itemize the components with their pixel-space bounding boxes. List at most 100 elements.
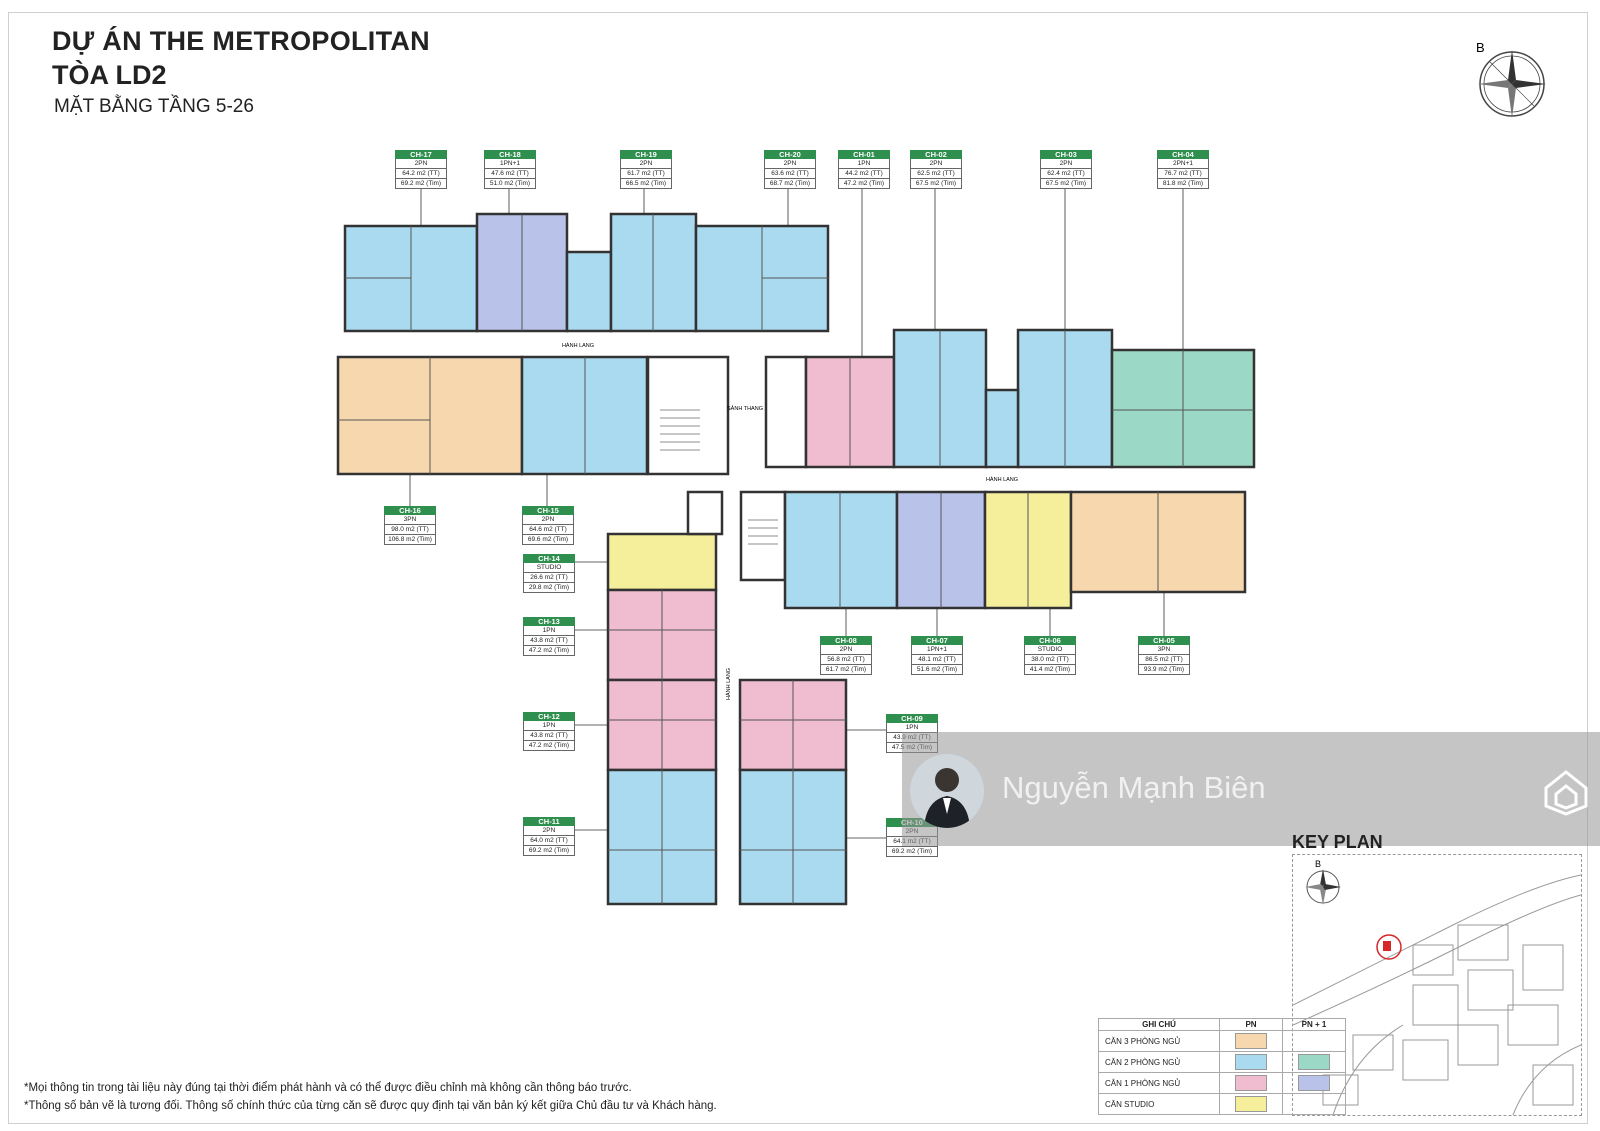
unit-code: CH-07 (911, 636, 963, 645)
corridor-label-top: HÀNH LANG (562, 342, 594, 349)
unit-ch08 (783, 490, 899, 610)
corridor-label-right: HÀNH LANG (986, 476, 1018, 483)
unit-area-tim: 41.4 m2 (Tim) (1024, 665, 1076, 675)
unit-area-tim: 69.2 m2 (Tim) (395, 179, 447, 189)
unit-code: CH-08 (820, 636, 872, 645)
unit-code: CH-11 (523, 817, 575, 826)
unit-label-ch07[interactable]: CH-07 1PN+1 48.1 m2 (TT) 51.6 m2 (Tim) (911, 636, 963, 675)
unit-area-tt: 61.7 m2 (TT) (620, 169, 672, 179)
unit-label-ch13[interactable]: CH-13 1PN 43.8 m2 (TT) 47.2 m2 (Tim) (523, 617, 575, 656)
unit-type: STUDIO (523, 563, 575, 573)
unit-area-tim: 47.2 m2 (Tim) (523, 741, 575, 751)
watermark-name: Nguyễn Mạnh Biên (1002, 770, 1266, 805)
unit-area-tt: 26.6 m2 (TT) (523, 573, 575, 583)
unit-code: CH-16 (384, 506, 436, 515)
page-frame (8, 12, 1588, 1124)
unit-ch19-a (565, 250, 613, 333)
unit-code: CH-14 (523, 554, 575, 563)
unit-area-tt: 48.1 m2 (TT) (911, 655, 963, 665)
unit-code: CH-02 (910, 150, 962, 159)
unit-type: 1PN+1 (484, 159, 536, 169)
unit-label-ch18[interactable]: CH-18 1PN+1 47.6 m2 (TT) 51.0 m2 (Tim) (484, 150, 536, 189)
compass-letter: B (1476, 40, 1485, 55)
unit-area-tt: 86.5 m2 (TT) (1138, 655, 1190, 665)
kt-room (686, 490, 724, 536)
unit-area-tim: 93.9 m2 (Tim) (1138, 665, 1190, 675)
unit-label-ch16[interactable]: CH-16 3PN 98.0 m2 (TT) 106.8 m2 (Tim) (384, 506, 436, 545)
unit-code: CH-15 (522, 506, 574, 515)
unit-label-ch14[interactable]: CH-14 STUDIO 26.6 m2 (TT) 29.8 m2 (Tim) (523, 554, 575, 593)
unit-label-ch19[interactable]: CH-19 2PN 61.7 m2 (TT) 66.5 m2 (Tim) (620, 150, 672, 189)
unit-area-tim: 51.6 m2 (Tim) (911, 665, 963, 675)
unit-area-tim: 69.6 m2 (Tim) (522, 535, 574, 545)
corridor-label-vertical: HÀNH LANG (725, 668, 732, 700)
key-plan-map: B (1292, 854, 1582, 1116)
unit-area-tim: 67.5 m2 (Tim) (1040, 179, 1092, 189)
unit-label-ch04[interactable]: CH-04 2PN+1 76.7 m2 (TT) 81.8 m2 (Tim) (1157, 150, 1209, 189)
unit-area-tt: 43.8 m2 (TT) (523, 731, 575, 741)
floor-range-title: MẶT BẰNG TẦNG 5-26 (54, 96, 254, 117)
unit-type: STUDIO (1024, 645, 1076, 655)
unit-area-tt: 44.2 m2 (TT) (838, 169, 890, 179)
unit-type: 2PN (1040, 159, 1092, 169)
unit-area-tim: 68.7 m2 (Tim) (764, 179, 816, 189)
unit-type: 1PN+1 (911, 645, 963, 655)
unit-area-tim: 69.2 m2 (Tim) (523, 846, 575, 856)
legend-row: CĂN 1 PHÒNG NGỦ (1098, 1072, 1346, 1094)
unit-label-ch06[interactable]: CH-06 STUDIO 38.0 m2 (TT) 41.4 m2 (Tim) (1024, 636, 1076, 675)
unit-code: CH-18 (484, 150, 536, 159)
unit-label-ch20[interactable]: CH-20 2PN 63.6 m2 (TT) 68.7 m2 (Tim) (764, 150, 816, 189)
unit-code: CH-20 (764, 150, 816, 159)
unit-label-ch15[interactable]: CH-15 2PN 64.6 m2 (TT) 69.6 m2 (Tim) (522, 506, 574, 545)
unit-type: 3PN (384, 515, 436, 525)
swatch-2br-plus (1298, 1054, 1330, 1070)
swatch-1br (1235, 1075, 1267, 1091)
unit-area-tim: 51.0 m2 (Tim) (484, 179, 536, 189)
legend-row: CĂN 3 PHÒNG NGỦ (1098, 1030, 1346, 1052)
unit-label-ch11[interactable]: CH-11 2PN 64.0 m2 (TT) 69.2 m2 (Tim) (523, 817, 575, 856)
unit-area-tim: 67.5 m2 (Tim) (910, 179, 962, 189)
unit-type: 2PN (910, 159, 962, 169)
unit-area-tim: 47.2 m2 (Tim) (838, 179, 890, 189)
unit-type: 2PN (523, 826, 575, 836)
unit-label-ch02[interactable]: CH-02 2PN 62.5 m2 (TT) 67.5 m2 (Tim) (910, 150, 962, 189)
unit-area-tt: 64.2 m2 (TT) (395, 169, 447, 179)
unit-type: 1PN (838, 159, 890, 169)
legend-label: CĂN 3 PHÒNG NGỦ (1098, 1030, 1220, 1052)
disclaimer-note-1: *Mọi thông tin trong tài liệu này đúng t… (24, 1082, 632, 1094)
unit-area-tt: 43.8 m2 (TT) (523, 636, 575, 646)
unit-area-tt: 47.6 m2 (TT) (484, 169, 536, 179)
avatar (910, 754, 984, 828)
unit-label-ch12[interactable]: CH-12 1PN 43.8 m2 (TT) 47.2 m2 (Tim) (523, 712, 575, 751)
unit-label-ch08[interactable]: CH-08 2PN 56.8 m2 (TT) 61.7 m2 (Tim) (820, 636, 872, 675)
unit-type: 3PN (1138, 645, 1190, 655)
unit-area-tt: 62.5 m2 (TT) (910, 169, 962, 179)
building-title: TÒA LD2 (52, 60, 167, 90)
unit-label-ch03[interactable]: CH-03 2PN 62.4 m2 (TT) 67.5 m2 (Tim) (1040, 150, 1092, 189)
unit-type: 1PN (523, 721, 575, 731)
unit-ch14 (606, 532, 718, 592)
unit-area-tt: 63.6 m2 (TT) (764, 169, 816, 179)
unit-type: 2PN+1 (1157, 159, 1209, 169)
swatch-1br-plus (1298, 1075, 1330, 1091)
unit-area-tim: 81.8 m2 (Tim) (1157, 179, 1209, 189)
unit-type: 2PN (395, 159, 447, 169)
unit-type: 2PN (764, 159, 816, 169)
key-plan-title: KEY PLAN (1292, 832, 1383, 852)
person-icon (924, 768, 970, 828)
unit-label-ch01[interactable]: CH-01 1PN 44.2 m2 (TT) 47.2 m2 (Tim) (838, 150, 890, 189)
compass-icon: B (1476, 40, 1546, 118)
unit-area-tim: 47.2 m2 (Tim) (523, 646, 575, 656)
unit-label-ch05[interactable]: CH-05 3PN 86.5 m2 (TT) 93.9 m2 (Tim) (1138, 636, 1190, 675)
unit-code: CH-17 (395, 150, 447, 159)
lobby-label: SẢNH THANG (727, 405, 763, 412)
unit-area-tt: 76.7 m2 (TT) (1157, 169, 1209, 179)
unit-area-tim: 66.5 m2 (Tim) (620, 179, 672, 189)
legend-table: GHI CHÚ PN PN + 1 CĂN 3 PHÒNG NGỦ CĂN 2 … (1098, 1018, 1346, 1115)
legend-row: CĂN 2 PHÒNG NGỦ (1098, 1051, 1346, 1073)
legend-header-note: GHI CHÚ (1098, 1018, 1220, 1031)
unit-label-ch17[interactable]: CH-17 2PN 64.2 m2 (TT) 69.2 m2 (Tim) (395, 150, 447, 189)
watermark-banner: Nguyễn Mạnh Biên (902, 732, 1600, 846)
unit-code: CH-04 (1157, 150, 1209, 159)
